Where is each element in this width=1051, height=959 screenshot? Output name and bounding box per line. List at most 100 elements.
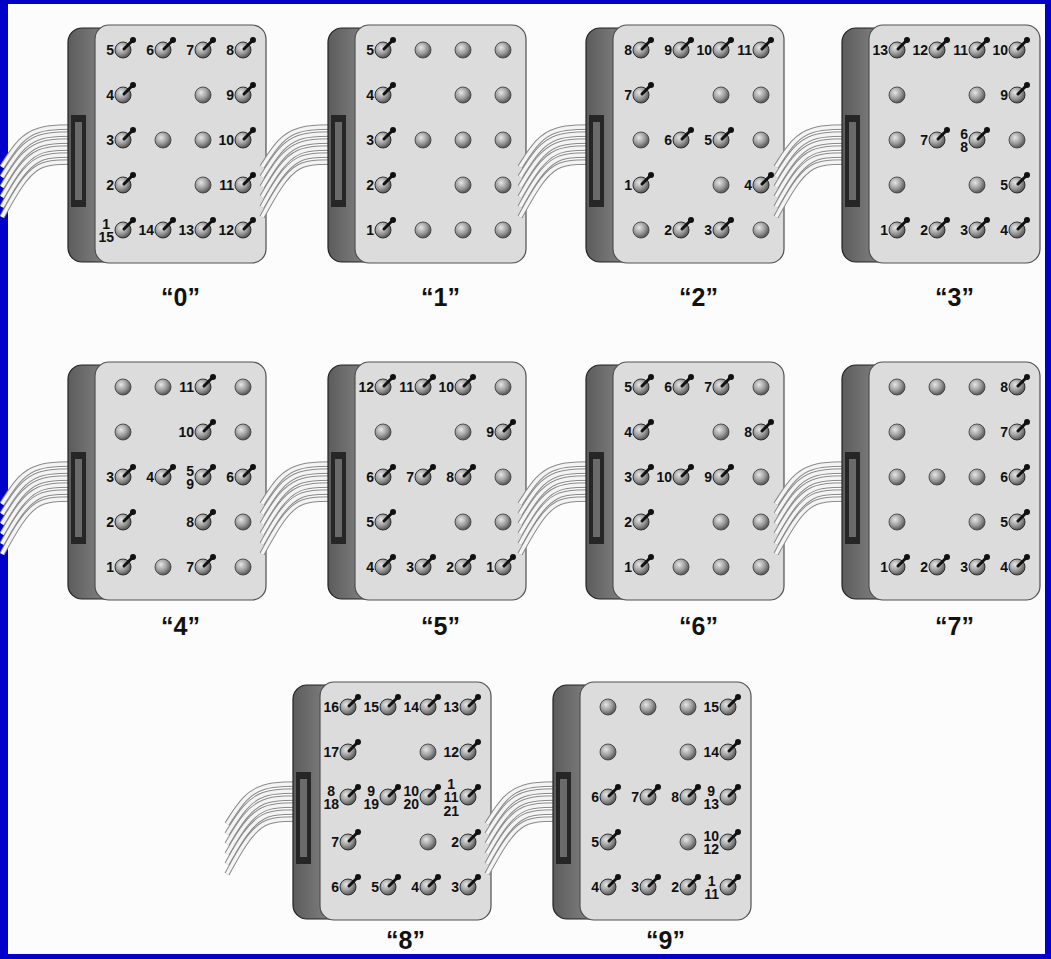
plain-pin bbox=[889, 469, 905, 485]
plain-pin bbox=[195, 177, 211, 193]
switch-panel: 56748310921“6” bbox=[576, 362, 791, 644]
switch-order-number: 2 bbox=[366, 179, 374, 192]
switch-order-number: 7 bbox=[1000, 426, 1008, 439]
switch-order-number: 9 bbox=[704, 471, 712, 484]
switch-order-number: 13 bbox=[178, 224, 194, 237]
plain-pin bbox=[420, 744, 436, 760]
switch-order-number: 6 bbox=[1000, 471, 1008, 484]
toggle-switch bbox=[929, 127, 950, 148]
switch-order-number: 7 bbox=[631, 791, 639, 804]
cable-connector bbox=[556, 772, 571, 864]
toggle-switch bbox=[115, 37, 136, 58]
toggle-switch bbox=[115, 554, 136, 575]
switch-order-number: 11 bbox=[399, 381, 414, 394]
plain-pin bbox=[889, 424, 905, 440]
plain-pin bbox=[415, 222, 431, 238]
toggle-switch bbox=[495, 554, 516, 575]
plain-pin bbox=[680, 699, 696, 715]
switch-panel: 5678493102111 15141312“0” bbox=[58, 25, 273, 315]
ribbon-wire bbox=[262, 162, 338, 217]
switch-order-number: 10 20 bbox=[403, 785, 419, 812]
switch-order-number: 5 bbox=[371, 881, 379, 894]
plain-pin bbox=[889, 379, 905, 395]
switch-order-number: 12 bbox=[443, 746, 459, 759]
toggle-switch bbox=[640, 784, 661, 805]
toggle-switch bbox=[420, 694, 441, 715]
plain-pin bbox=[929, 469, 945, 485]
switch-order-number: 10 bbox=[178, 426, 194, 439]
switch-order-number: 11 bbox=[953, 44, 968, 57]
plain-pin bbox=[713, 177, 729, 193]
toggle-switch bbox=[380, 874, 401, 895]
toggle-switch bbox=[455, 374, 476, 395]
switch-order-number: 1 15 bbox=[98, 218, 114, 245]
digit-caption: “1” bbox=[421, 285, 460, 310]
plain-pin bbox=[455, 514, 471, 530]
plain-pin bbox=[495, 379, 511, 395]
toggle-switch bbox=[673, 374, 694, 395]
toggle-switch bbox=[340, 784, 361, 805]
toggle-switch bbox=[889, 217, 910, 238]
switch-order-number: 6 bbox=[366, 471, 374, 484]
switch-order-number: 1 11 21 bbox=[443, 778, 459, 818]
toggle-switch bbox=[713, 464, 734, 485]
toggle-switch bbox=[889, 554, 910, 575]
switch-order-number: 9 bbox=[1000, 89, 1008, 102]
plain-pin bbox=[680, 834, 696, 850]
switch-order-number: 3 bbox=[960, 561, 968, 574]
toggle-switch bbox=[633, 419, 654, 440]
ribbon-wire bbox=[262, 499, 338, 554]
toggle-switch bbox=[340, 829, 361, 850]
toggle-switch bbox=[155, 217, 176, 238]
switch-order-number: 2 bbox=[664, 224, 672, 237]
switch-order-number: 7 bbox=[406, 471, 414, 484]
plain-pin bbox=[753, 222, 769, 238]
plain-pin bbox=[753, 132, 769, 148]
switch-order-number: 2 bbox=[106, 516, 114, 529]
toggle-switch bbox=[380, 784, 401, 805]
switch-order-number: 10 bbox=[218, 134, 234, 147]
device-face bbox=[95, 362, 266, 600]
plain-pin bbox=[713, 559, 729, 575]
switch-order-number: 9 bbox=[486, 426, 494, 439]
toggle-switch bbox=[713, 127, 734, 148]
ribbon-wire bbox=[227, 819, 303, 874]
switch-order-number: 6 bbox=[591, 791, 599, 804]
toggle-switch bbox=[195, 37, 216, 58]
switch-order-number: 7 bbox=[186, 561, 194, 574]
plain-pin bbox=[969, 469, 985, 485]
switch-device bbox=[776, 25, 1040, 263]
switch-order-number: 6 bbox=[664, 134, 672, 147]
toggle-switch bbox=[115, 217, 136, 238]
switch-device bbox=[520, 362, 784, 600]
digit-caption: “4” bbox=[161, 614, 200, 639]
ribbon-wire bbox=[520, 162, 596, 217]
switch-panel: 1615141317128 189 1910 201 11 21726543“8… bbox=[283, 682, 498, 958]
switch-order-number: 6 8 bbox=[960, 128, 968, 155]
toggle-switch bbox=[720, 829, 741, 850]
plain-pin bbox=[115, 379, 131, 395]
toggle-switch bbox=[633, 464, 654, 485]
device-face bbox=[95, 25, 266, 263]
cable-connector bbox=[845, 452, 860, 544]
digit-caption: “3” bbox=[935, 285, 974, 310]
switch-order-number: 3 bbox=[960, 224, 968, 237]
switch-order-number: 3 bbox=[106, 134, 114, 147]
ribbon-wire bbox=[520, 499, 596, 554]
toggle-switch bbox=[455, 464, 476, 485]
switch-device bbox=[520, 25, 784, 263]
ribbon-wire bbox=[2, 499, 78, 554]
cable-connector bbox=[75, 122, 82, 200]
ribbon-wire bbox=[487, 819, 563, 874]
device-face bbox=[869, 362, 1040, 600]
switch-order-number: 2 bbox=[920, 561, 928, 574]
switch-panel: 8910117651423“2” bbox=[576, 25, 791, 315]
switch-order-number: 6 bbox=[226, 471, 234, 484]
switch-order-number: 2 bbox=[451, 836, 459, 849]
switch-order-number: 1 bbox=[486, 561, 494, 574]
plain-pin bbox=[115, 424, 131, 440]
switch-order-number: 7 bbox=[704, 381, 712, 394]
toggle-switch bbox=[415, 374, 436, 395]
switch-device bbox=[227, 682, 491, 920]
